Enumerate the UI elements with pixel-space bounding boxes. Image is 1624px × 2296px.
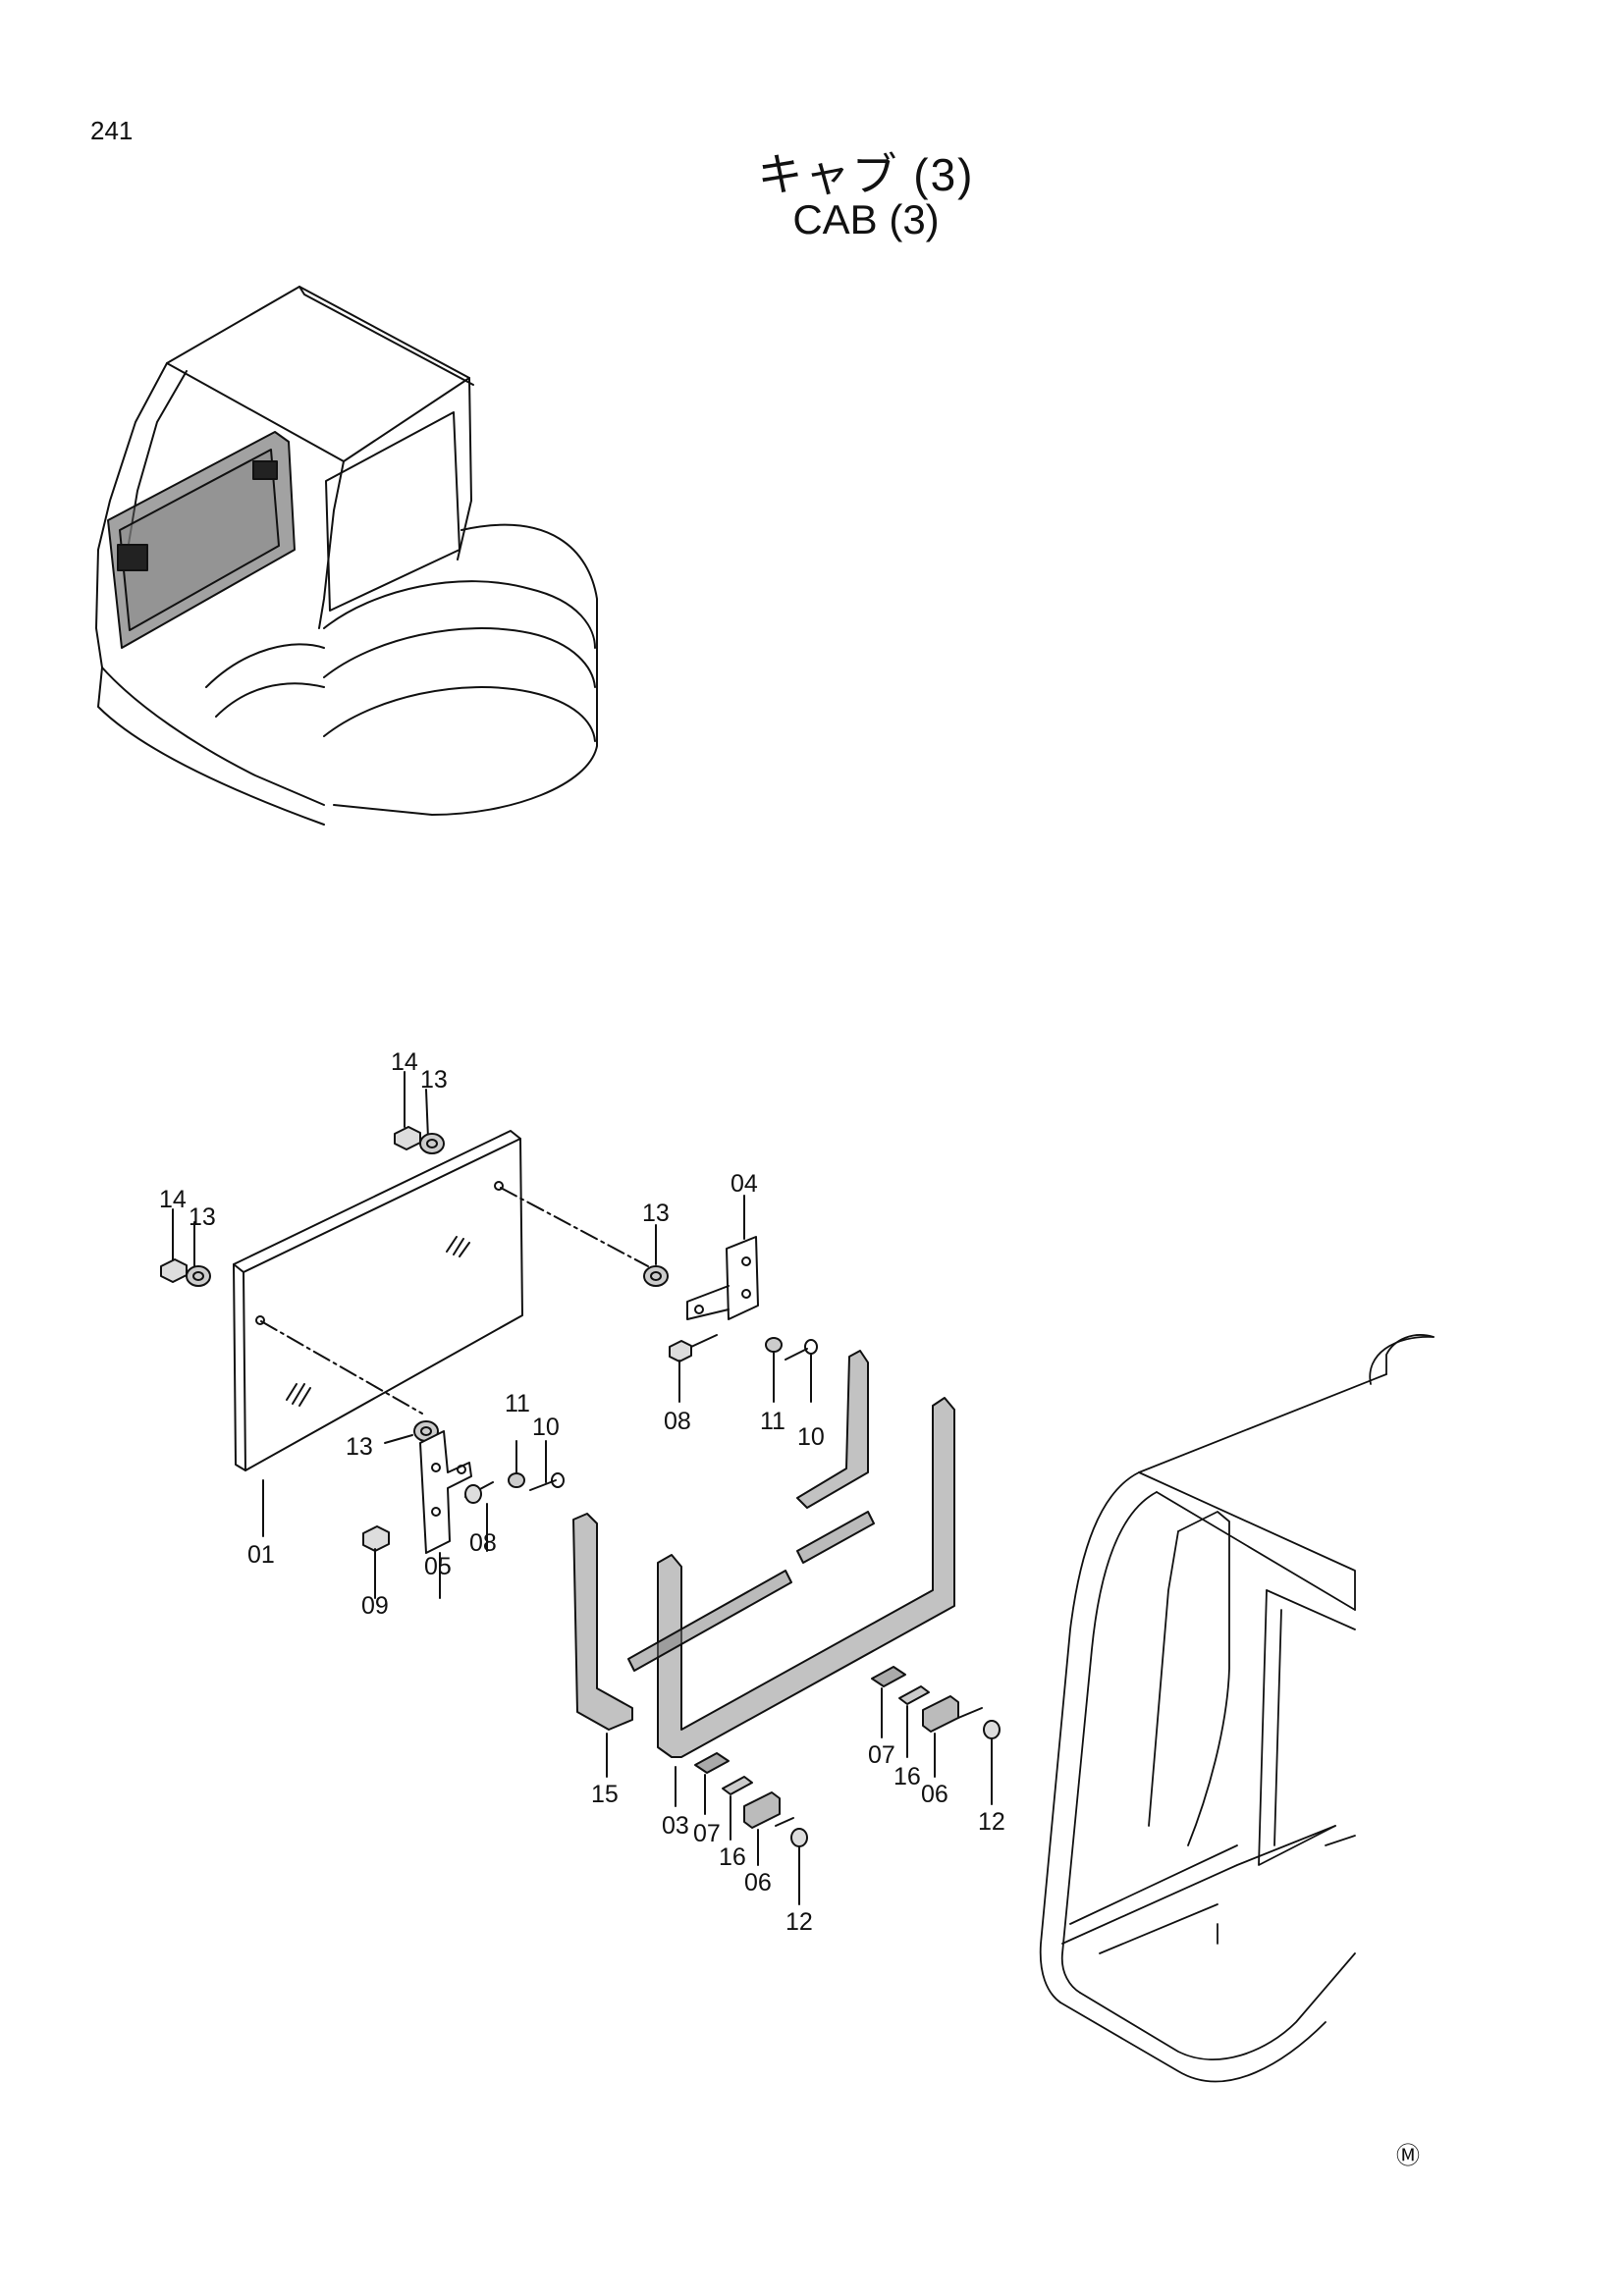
callout-15: 15	[591, 1781, 619, 1808]
callout-07: 07	[868, 1741, 895, 1769]
door-frame-icon	[160, 1071, 1001, 1905]
callout-13: 13	[189, 1203, 216, 1231]
callout-06: 06	[921, 1781, 948, 1808]
callout-13: 13	[642, 1200, 670, 1227]
callout-12: 12	[978, 1808, 1005, 1836]
callout-07: 07	[693, 1820, 721, 1847]
cab-overview-icon	[95, 286, 598, 826]
callout-12: 12	[785, 1908, 813, 1936]
model-mark-icon: Ⓜ	[1396, 2142, 1420, 2169]
page-title-japanese: キャブ (3)	[757, 149, 975, 200]
callout-11: 11	[760, 1408, 785, 1435]
callout-05: 05	[424, 1553, 452, 1580]
callout-06: 06	[744, 1869, 772, 1896]
callout-13: 13	[346, 1433, 373, 1461]
callout-14: 14	[391, 1048, 418, 1076]
callout-10: 10	[797, 1423, 825, 1451]
page-title-english: CAB (3)	[792, 196, 940, 242]
cab-side-icon	[1039, 1334, 1435, 2083]
callout-10: 10	[532, 1414, 560, 1441]
callout-16: 16	[893, 1763, 921, 1790]
callout-03: 03	[662, 1812, 689, 1840]
callout-04: 04	[731, 1170, 758, 1198]
callout-16: 16	[719, 1843, 746, 1871]
callout-13: 13	[420, 1066, 448, 1094]
page-number: 241	[90, 116, 134, 145]
callout-01: 01	[247, 1541, 275, 1569]
callout-09: 09	[361, 1592, 389, 1620]
callout-08: 08	[664, 1408, 691, 1435]
callout-11: 11	[505, 1390, 530, 1417]
callout-14: 14	[159, 1186, 187, 1213]
callout-labels: 14 13 14 13 13 04 08 11 10 13 11 10 01 0…	[159, 1048, 1005, 1936]
callout-08: 08	[469, 1529, 497, 1557]
